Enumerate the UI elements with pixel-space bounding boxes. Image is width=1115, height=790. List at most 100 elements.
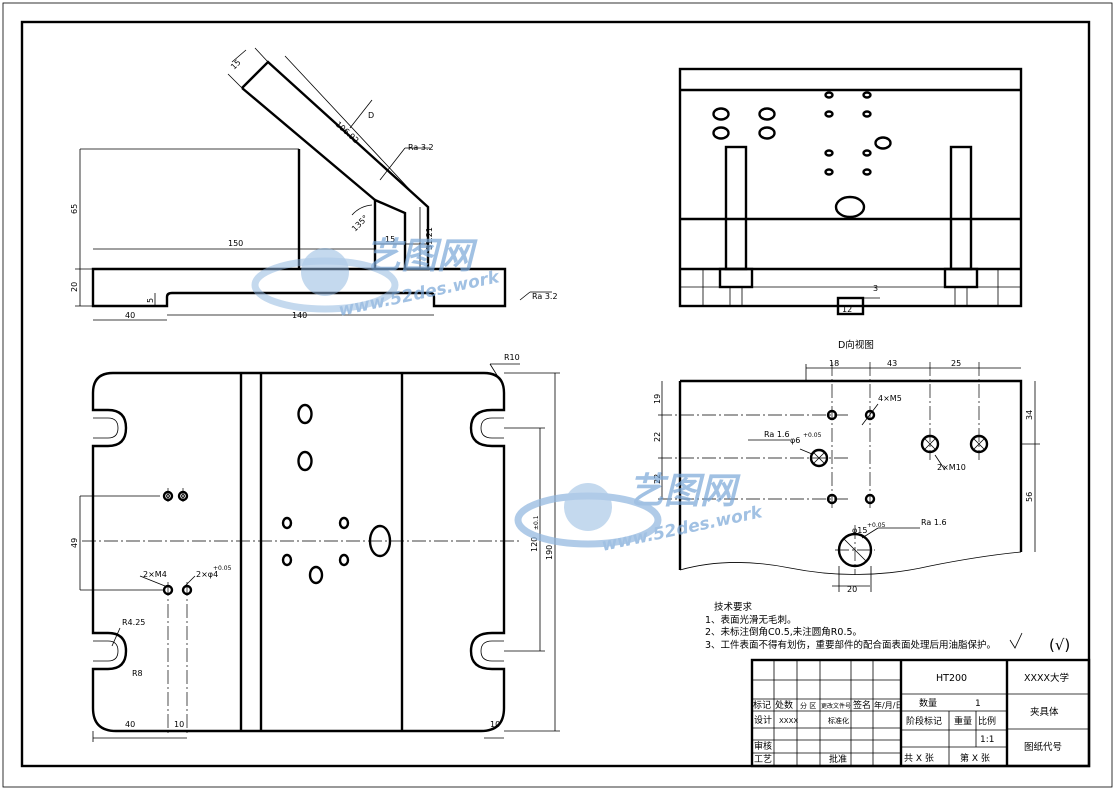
dim-40: 40 <box>125 311 135 320</box>
tb-design: 设计 <box>754 714 772 726</box>
dim-18: 18 <box>829 359 839 368</box>
dim-40-top: 40 <box>125 720 135 729</box>
tb-review: 审核 <box>754 740 772 752</box>
tech-title: 技术要求 <box>714 601 753 613</box>
tb-stage: 阶段标记 <box>906 715 942 727</box>
side-holes <box>712 91 892 219</box>
note-ra16-b: Ra 1.6 <box>921 518 947 527</box>
note-2xm10: 2×M10 <box>937 463 966 472</box>
note-phi6: φ6 <box>790 436 800 445</box>
arm-inner-edge <box>241 87 376 201</box>
tech-item-1: 1、表面光滑无毛刺。 <box>705 614 797 626</box>
tb-drawing-code: 图纸代号 <box>1024 741 1062 753</box>
dim-31: 31.21 <box>425 227 434 250</box>
dim-56: 56 <box>1025 492 1034 502</box>
d-view-title: D向视图 <box>838 339 874 351</box>
inclined-arm-outline <box>241 60 430 271</box>
dim-25: 25 <box>951 359 961 368</box>
d-view-outline <box>678 379 1023 570</box>
dim-10-right: 10 <box>490 720 500 729</box>
note-phi15: φ15 <box>852 526 867 535</box>
roughness-check-icon <box>1009 632 1023 649</box>
d-view-holes <box>809 409 989 568</box>
dim-65: 65 <box>70 204 79 214</box>
dim-10-top: 10 <box>174 720 184 729</box>
tb-sign: 签名 <box>853 699 871 711</box>
dim-34: 34 <box>1025 410 1034 420</box>
tb-university: XXXX大学 <box>1024 672 1069 684</box>
tb-craft: 工艺 <box>754 754 772 765</box>
dim-20: 20 <box>70 282 79 292</box>
side-outline <box>678 67 1023 308</box>
tb-qty-label: 数量 <box>919 697 937 709</box>
d-view-centerlines <box>658 362 980 575</box>
tech-requirements: 技术要求 1、表面光滑无毛刺。 2、未标注倒角C0.5,未注圆角R0.5。 3、… <box>705 601 1070 654</box>
title-block: HT200 XXXX大学 夹具体 图纸代号 数量 1 阶段标记 重量 比例 1:… <box>750 658 1091 768</box>
roughness-ra32-base: Ra 3.2 <box>532 292 558 301</box>
tb-count: 处数 <box>775 699 793 711</box>
tb-material: HT200 <box>936 673 967 684</box>
dim-r10: R10 <box>504 353 520 362</box>
dim-3: 3 <box>873 284 878 293</box>
dim-5: 5 <box>146 298 155 303</box>
tech-item-3: 3、工件表面不得有划伤，重要部件的配合面表面处理后用油脂保护。 <box>705 639 996 651</box>
tb-mark: 标记 <box>753 699 771 711</box>
dim-120: 120 <box>530 537 539 552</box>
dim-43: 43 <box>887 359 897 368</box>
tb-date: 年/月/日 <box>874 700 903 710</box>
dim-r8: R8 <box>132 669 143 678</box>
tb-change: 更改文件号 <box>821 702 851 710</box>
roughness-ra32: Ra 3.2 <box>408 143 434 152</box>
note-2xphi4-tol: +0.05 <box>213 565 232 572</box>
top-outline <box>91 371 506 733</box>
dim-22b: 22 <box>653 474 662 484</box>
tb-sheet: 第 X 张 <box>960 752 990 764</box>
tb-weight: 重量 <box>954 715 972 727</box>
tb-designer: XXXX <box>779 717 798 725</box>
dim-150: 150 <box>228 239 243 248</box>
dim-15-bottom: 15 <box>385 235 395 244</box>
inner-frame <box>20 20 1091 768</box>
tb-zone: 分 区 <box>800 701 816 710</box>
note-ra16-a: Ra 1.6 <box>764 430 790 439</box>
tech-symbol: (√) <box>1049 636 1070 654</box>
tb-std: 标准化 <box>828 716 849 725</box>
dim-slot: 12 <box>842 305 852 314</box>
d-view-dim-lines <box>661 364 1040 592</box>
note-phi15-tol: +0.05 <box>867 522 886 529</box>
dim-190: 190 <box>545 545 554 560</box>
dim-15-top: 15 <box>229 58 243 72</box>
base-plate-outline <box>91 267 507 308</box>
tb-total: 共 X 张 <box>904 753 934 764</box>
top-holes <box>162 403 392 596</box>
top-dim-lines <box>79 363 560 742</box>
note-phi6-tol: +0.05 <box>803 432 822 439</box>
dim-20-d: 20 <box>847 585 857 594</box>
tech-item-2: 2、未标注倒角C0.5,未注圆角R0.5。 <box>705 626 862 638</box>
note-2xphi4: 2×φ4 <box>196 570 218 579</box>
top-view: R10 49 120 ±0.1 190 2×M4 2×φ4 +0.05 R4.2… <box>70 353 560 742</box>
dim-r425: R4.25 <box>122 618 145 627</box>
dim-19: 19 <box>653 394 662 404</box>
dim-49: 49 <box>70 538 79 548</box>
tb-scale: 1:1 <box>980 735 994 745</box>
tb-scale-label: 比例 <box>978 715 996 727</box>
dim-22a: 22 <box>653 432 662 442</box>
note-2xm4: 2×M4 <box>143 570 167 579</box>
watermark-brand-1: 艺图网 <box>365 236 478 277</box>
dim-140: 140 <box>292 311 307 320</box>
view-label-d: D <box>368 111 374 120</box>
note-4xm5: 4×M5 <box>878 394 902 403</box>
dim-120-tol: ±0.1 <box>533 515 540 530</box>
side-view: 3 12 <box>678 67 1023 316</box>
tb-qty: 1 <box>975 699 981 709</box>
front-view: 15 106.92 D Ra 3.2 65 135° 150 15 31.21 … <box>70 47 558 321</box>
d-view: D向视图 <box>653 339 1040 594</box>
tb-part-name: 夹具体 <box>1030 706 1059 718</box>
front-dim-lines <box>75 47 552 321</box>
watermark-brand-2: 艺图网 <box>628 471 741 512</box>
tb-approve: 批准 <box>829 753 847 765</box>
angle-135: 135° <box>350 213 370 233</box>
